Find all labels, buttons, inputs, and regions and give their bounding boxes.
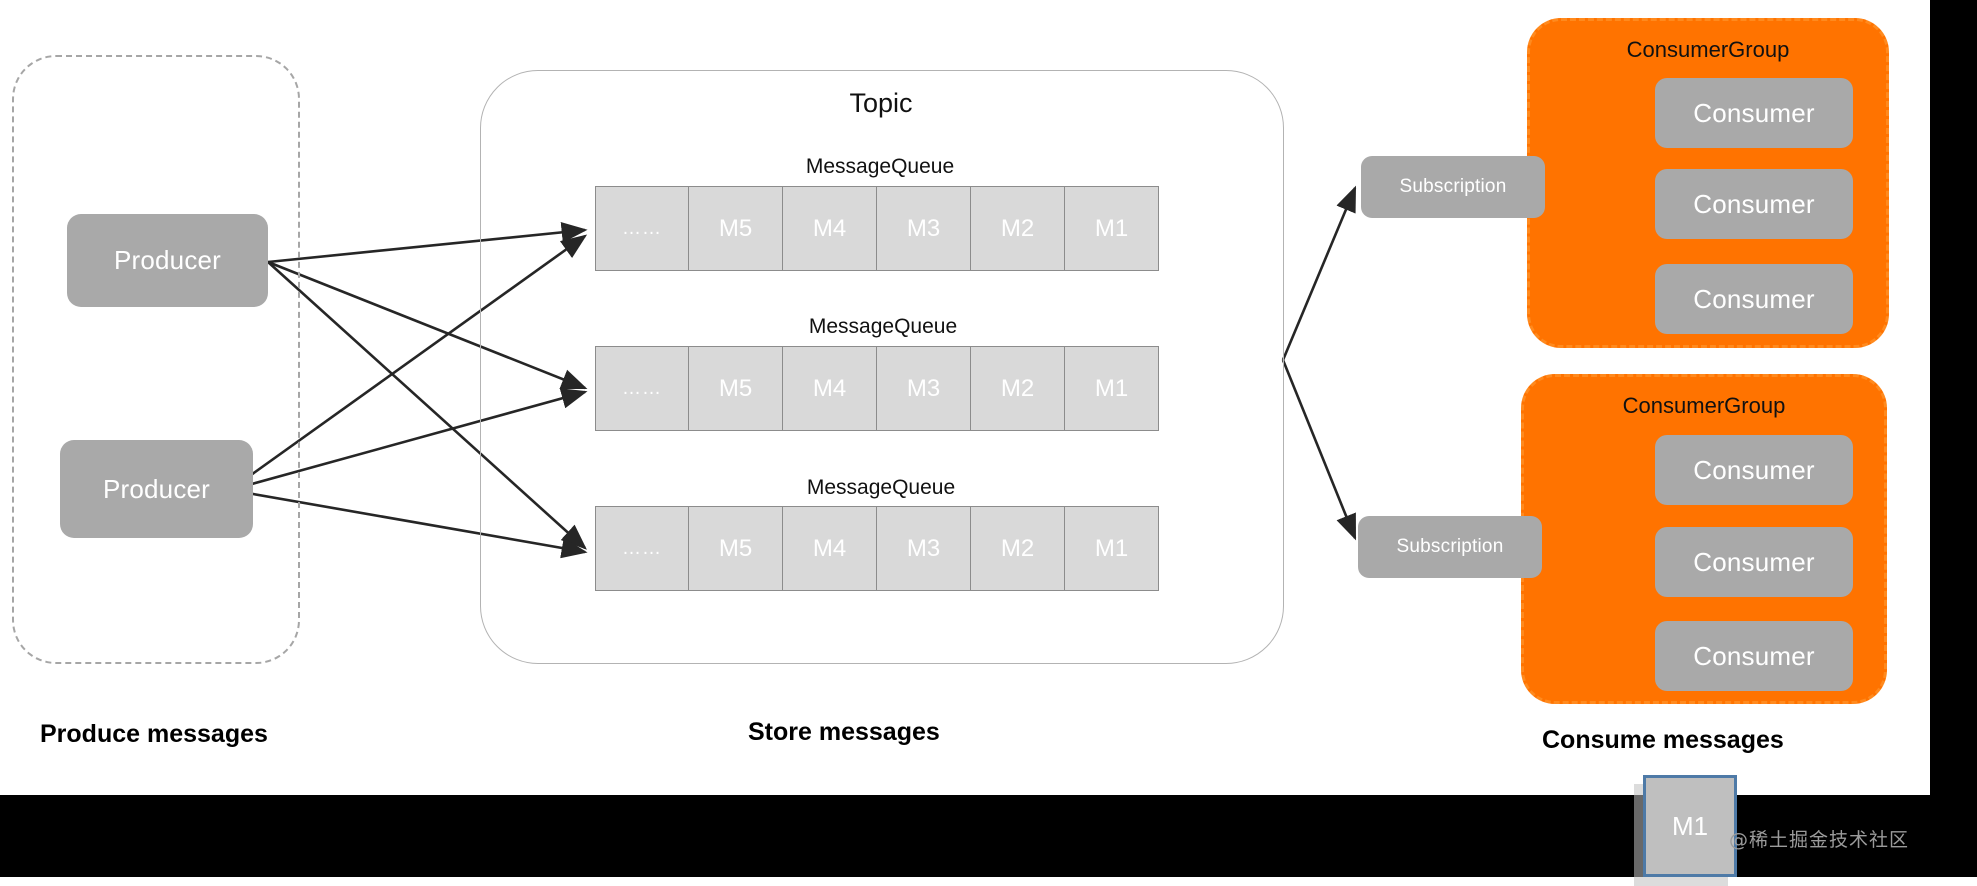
message-cell[interactable]: …… [595,506,689,591]
consumer-label: Consumer [1693,97,1815,128]
arrow-topic-subscription2 [1281,359,1357,541]
right-black-band [1930,0,1977,877]
message-cell[interactable]: M2 [971,346,1065,431]
message-cell[interactable]: …… [595,186,689,271]
message-cell[interactable]: M1 [1065,506,1159,591]
caption-consume: Consume messages [1542,726,1784,754]
topic-container [480,70,1284,664]
subscription-node-1[interactable]: Subscription [1361,156,1545,218]
producer-node-2[interactable]: Producer [60,440,253,538]
producer-label: Producer [102,473,211,504]
consumer-label: Consumer [1693,283,1815,314]
arrow-topic-subscription1 [1281,185,1357,361]
watermark-text: @稀土掘金技术社区 [1729,829,1910,851]
message-cell[interactable]: M1 [1065,346,1159,431]
caption-produce: Produce messages [40,720,268,748]
message-cell[interactable]: M2 [971,506,1065,591]
consumer-label: Consumer [1693,546,1815,577]
produce-region [12,55,300,664]
message-cell[interactable]: M5 [689,346,783,431]
caption-store: Store messages [748,718,940,746]
selected-message-chip[interactable]: M1 [1643,775,1737,877]
message-cell[interactable]: M4 [783,186,877,271]
messagequeue-label-3: MessageQueue [806,476,956,499]
message-cell[interactable]: M1 [1065,186,1159,271]
message-cell[interactable]: M5 [689,186,783,271]
message-cell[interactable]: …… [595,346,689,431]
message-cell[interactable]: M3 [877,186,971,271]
consumer-group-title: ConsumerGroup [1622,393,1786,418]
message-cell[interactable]: M3 [877,346,971,431]
subscription-node-2[interactable]: Subscription [1358,516,1542,578]
consumer-node-2-3[interactable]: Consumer [1655,621,1853,691]
message-cell[interactable]: M3 [877,506,971,591]
messagequeue-row-3: …… M5 M4 M3 M2 M1 [595,506,1159,591]
producer-label: Producer [113,245,222,275]
message-cell[interactable]: M4 [783,346,877,431]
consumer-node-2-1[interactable]: Consumer [1655,435,1853,505]
consumer-label: Consumer [1693,188,1815,219]
messagequeue-row-1: …… M5 M4 M3 M2 M1 [595,186,1159,271]
messagequeue-row-2: …… M5 M4 M3 M2 M1 [595,346,1159,431]
consumer-node-1-1[interactable]: Consumer [1655,78,1853,148]
consumer-node-1-3[interactable]: Consumer [1655,264,1853,334]
consumer-label: Consumer [1693,640,1815,671]
message-cell[interactable]: M5 [689,506,783,591]
consumer-node-1-2[interactable]: Consumer [1655,169,1853,239]
messagequeue-label-2: MessageQueue [808,315,958,338]
messagequeue-label-1: MessageQueue [805,155,955,178]
topic-title: Topic [849,88,913,118]
selected-message-label: M1 [1671,810,1709,841]
subscription-label: Subscription [1399,176,1507,197]
consumer-group-title: ConsumerGroup [1626,37,1790,62]
consumer-node-2-2[interactable]: Consumer [1655,527,1853,597]
message-cell[interactable]: M2 [971,186,1065,271]
message-cell[interactable]: M4 [783,506,877,591]
consumer-label: Consumer [1693,454,1815,485]
producer-node-1[interactable]: Producer [67,214,268,307]
subscription-label: Subscription [1396,536,1504,557]
